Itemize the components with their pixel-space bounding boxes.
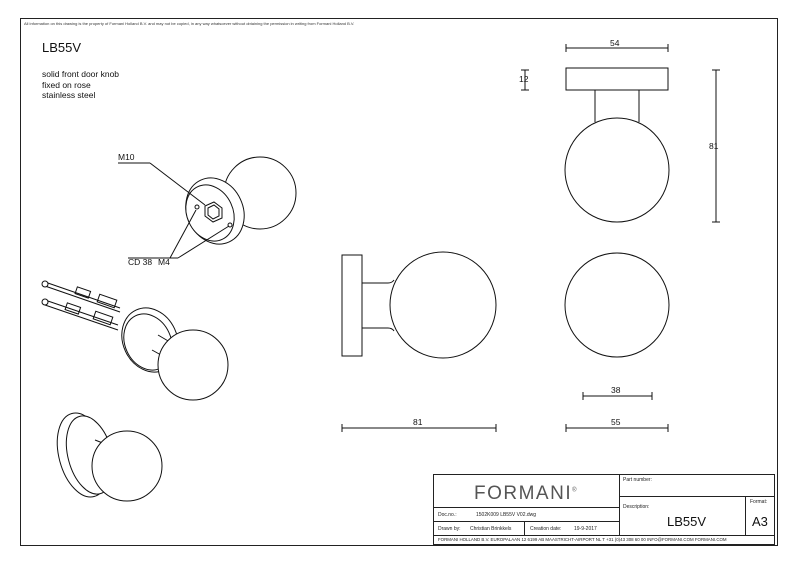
product-code: LB55V xyxy=(42,40,82,55)
exploded-knob-ball xyxy=(157,329,229,401)
drawing-frame xyxy=(20,18,778,546)
front-elevation xyxy=(564,67,670,223)
copyright-notice: All information on this drawing is the p… xyxy=(24,21,355,26)
callout-m4: M4 xyxy=(158,257,170,267)
part-number-label: Part number: xyxy=(623,477,652,483)
elevation-rose xyxy=(565,67,669,91)
doc-no-label: Doc.no.: xyxy=(438,512,457,518)
divider xyxy=(619,475,620,535)
description-label: Description: xyxy=(623,504,650,510)
side-view xyxy=(341,251,497,359)
divider xyxy=(434,507,619,508)
company-footer: FORMANI HOLLAND B.V. EUROPALAAN 12 6199 … xyxy=(438,537,727,542)
screw xyxy=(44,281,121,309)
side-rose xyxy=(341,254,363,357)
iso-view-rose xyxy=(118,156,297,259)
screw xyxy=(44,299,119,326)
part-name: LB55V xyxy=(667,514,707,529)
formani-logo: FORMANI® xyxy=(474,483,578,505)
drawn-by-label: Drawn by: xyxy=(438,526,461,532)
hex-nut-inner xyxy=(207,204,220,220)
divider xyxy=(434,521,619,522)
description-line: solid front door knob xyxy=(42,69,120,79)
dim-label-81-vertical: 81 xyxy=(709,141,719,151)
end-view-knob xyxy=(564,252,670,358)
side-knob-ball xyxy=(389,251,497,359)
screw-head xyxy=(41,280,49,288)
persp-knob-ball xyxy=(91,430,163,502)
screw-hole xyxy=(227,222,233,228)
screw-head xyxy=(41,298,49,306)
elevation-knob-ball xyxy=(564,117,670,223)
doc-no-value: 1502K009 LB55V V02.dwg xyxy=(476,512,537,518)
divider xyxy=(434,535,774,536)
format-value: A3 xyxy=(752,514,768,529)
leader-cd xyxy=(169,209,197,259)
description-line: fixed on rose xyxy=(42,79,91,90)
screw xyxy=(44,285,121,313)
description-line: stainless steel xyxy=(42,90,96,100)
hex-nut xyxy=(204,201,223,223)
logo-mark: ® xyxy=(572,487,579,494)
callout-m10: M10 xyxy=(118,152,135,162)
screw-thread xyxy=(74,286,92,299)
callout-cd: CD 38 xyxy=(128,257,152,267)
logo-text: FORMANI xyxy=(474,483,573,504)
side-neck-bottom xyxy=(362,327,395,332)
screw-thread xyxy=(92,310,114,326)
dim-label-12: 12 xyxy=(519,74,529,84)
divider xyxy=(619,496,775,497)
creation-date-label: Creation date: xyxy=(530,526,562,532)
title-block: FORMANI® Part number: Description: Forma… xyxy=(433,474,775,545)
leader-m10 xyxy=(149,162,206,206)
side-neck-top xyxy=(362,279,395,284)
creation-date-value: 19-9-2017 xyxy=(574,526,597,532)
perspective-view xyxy=(56,412,163,502)
screw xyxy=(44,304,119,331)
product-description: solid front door knob fixed on rose stai… xyxy=(42,69,119,101)
screw-hole xyxy=(194,204,200,210)
divider xyxy=(524,521,525,535)
dim-label-55: 55 xyxy=(611,417,621,427)
screw-thread xyxy=(64,302,82,315)
drawn-by-value: Christian Brinkkels xyxy=(470,526,512,532)
dim-label-38: 38 xyxy=(611,385,621,395)
screw-thread xyxy=(96,293,118,309)
dim-label-54: 54 xyxy=(610,38,620,48)
format-label: Format: xyxy=(750,499,768,505)
dim-label-81-horizontal: 81 xyxy=(413,417,423,427)
dimension-lines xyxy=(341,44,720,432)
leader-m4 xyxy=(177,225,230,259)
divider xyxy=(745,496,746,535)
exploded-view xyxy=(41,280,229,401)
